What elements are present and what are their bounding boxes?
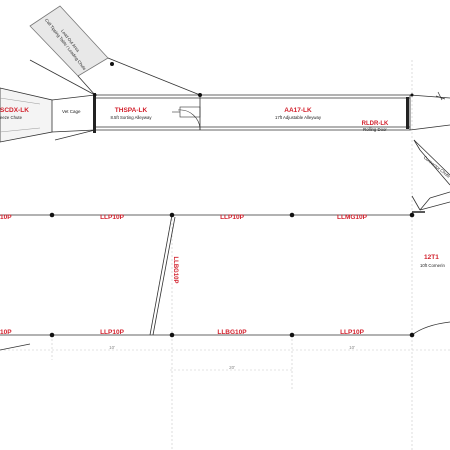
panel-label-top: LLP10P — [220, 214, 245, 221]
dimension-label: 10' — [349, 345, 355, 350]
diagonal-panels — [0, 214, 176, 351]
vet-cage — [51, 94, 96, 133]
post-dot — [110, 62, 114, 66]
door-name: Rolling Door — [363, 127, 387, 132]
panel-label-vertical: LLBG10P — [172, 256, 178, 283]
post-dot — [289, 212, 295, 218]
post-dot — [289, 332, 295, 338]
dimension-label: 20' — [229, 365, 235, 370]
sort-name: 8.5ft Sorting Alleyway — [110, 115, 152, 120]
post-dot — [409, 332, 415, 338]
panel-label-top-left: 10P — [0, 214, 12, 221]
fence-posts — [49, 62, 415, 338]
sort-code: THSPA-LK — [115, 107, 148, 114]
sort-gate-swing — [172, 106, 201, 131]
arrow-marks — [435, 91, 446, 101]
gate-code: 12T1 — [424, 254, 439, 261]
post-dot — [410, 93, 414, 97]
chute-name: eeze Chute — [0, 115, 23, 120]
fence-row-bottom — [0, 321, 450, 336]
connector-text: Connector Chute — [423, 155, 450, 179]
gate-bars — [93, 93, 409, 133]
post-dot — [198, 93, 202, 97]
chute-code: SCDX-LK — [0, 107, 29, 114]
gate-name: 10ft Cornerin — [420, 263, 445, 268]
post-dot — [169, 332, 175, 338]
adj-code: AA17-LK — [284, 107, 312, 114]
adj-name: 17ft Adjustable Alleyway — [275, 115, 322, 120]
vertical-panel-label: LLBG10P — [172, 256, 178, 283]
post-dot — [169, 212, 175, 218]
door-code: RLDR-LK — [362, 121, 389, 127]
panel-label-bottom: LLP10P — [100, 329, 125, 336]
post-dot — [49, 332, 55, 338]
connector-chute — [411, 139, 450, 211]
reference-lines — [0, 60, 450, 450]
panel-label-bottom: LLP10P — [340, 329, 365, 336]
vet-cage-label: Vet Cage — [62, 109, 81, 114]
post-dot — [49, 212, 55, 218]
panel-label-top: LLMG10P — [337, 214, 368, 221]
post-dot — [93, 93, 97, 97]
connector-label: Connector Chute — [423, 155, 450, 179]
funnel-lines — [29, 57, 201, 141]
panel-label-top: LLP10P — [100, 214, 125, 221]
dimension-label: 10' — [109, 345, 115, 350]
panel-label-bottom-left: 10P — [0, 329, 12, 336]
alleyway-outline — [95, 94, 450, 131]
panel-label-bottom: LLBG10P — [217, 329, 247, 336]
post-dot — [409, 212, 415, 218]
